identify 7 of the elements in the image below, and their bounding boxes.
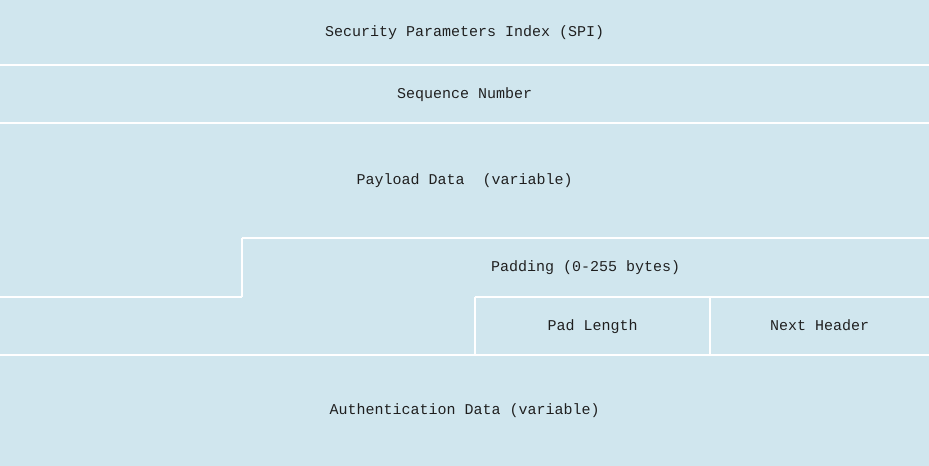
field-label: Pad Length <box>547 318 638 334</box>
field-label: Next Header <box>770 318 870 334</box>
field-label: Authentication Data (variable) <box>329 402 600 419</box>
field-label: Sequence Number <box>396 86 532 102</box>
field-label: Padding (0-255 bytes) <box>490 259 680 276</box>
field-label: Payload Data (variable) <box>356 172 573 189</box>
field-label: Security Parameters Index (SPI) <box>324 24 604 41</box>
